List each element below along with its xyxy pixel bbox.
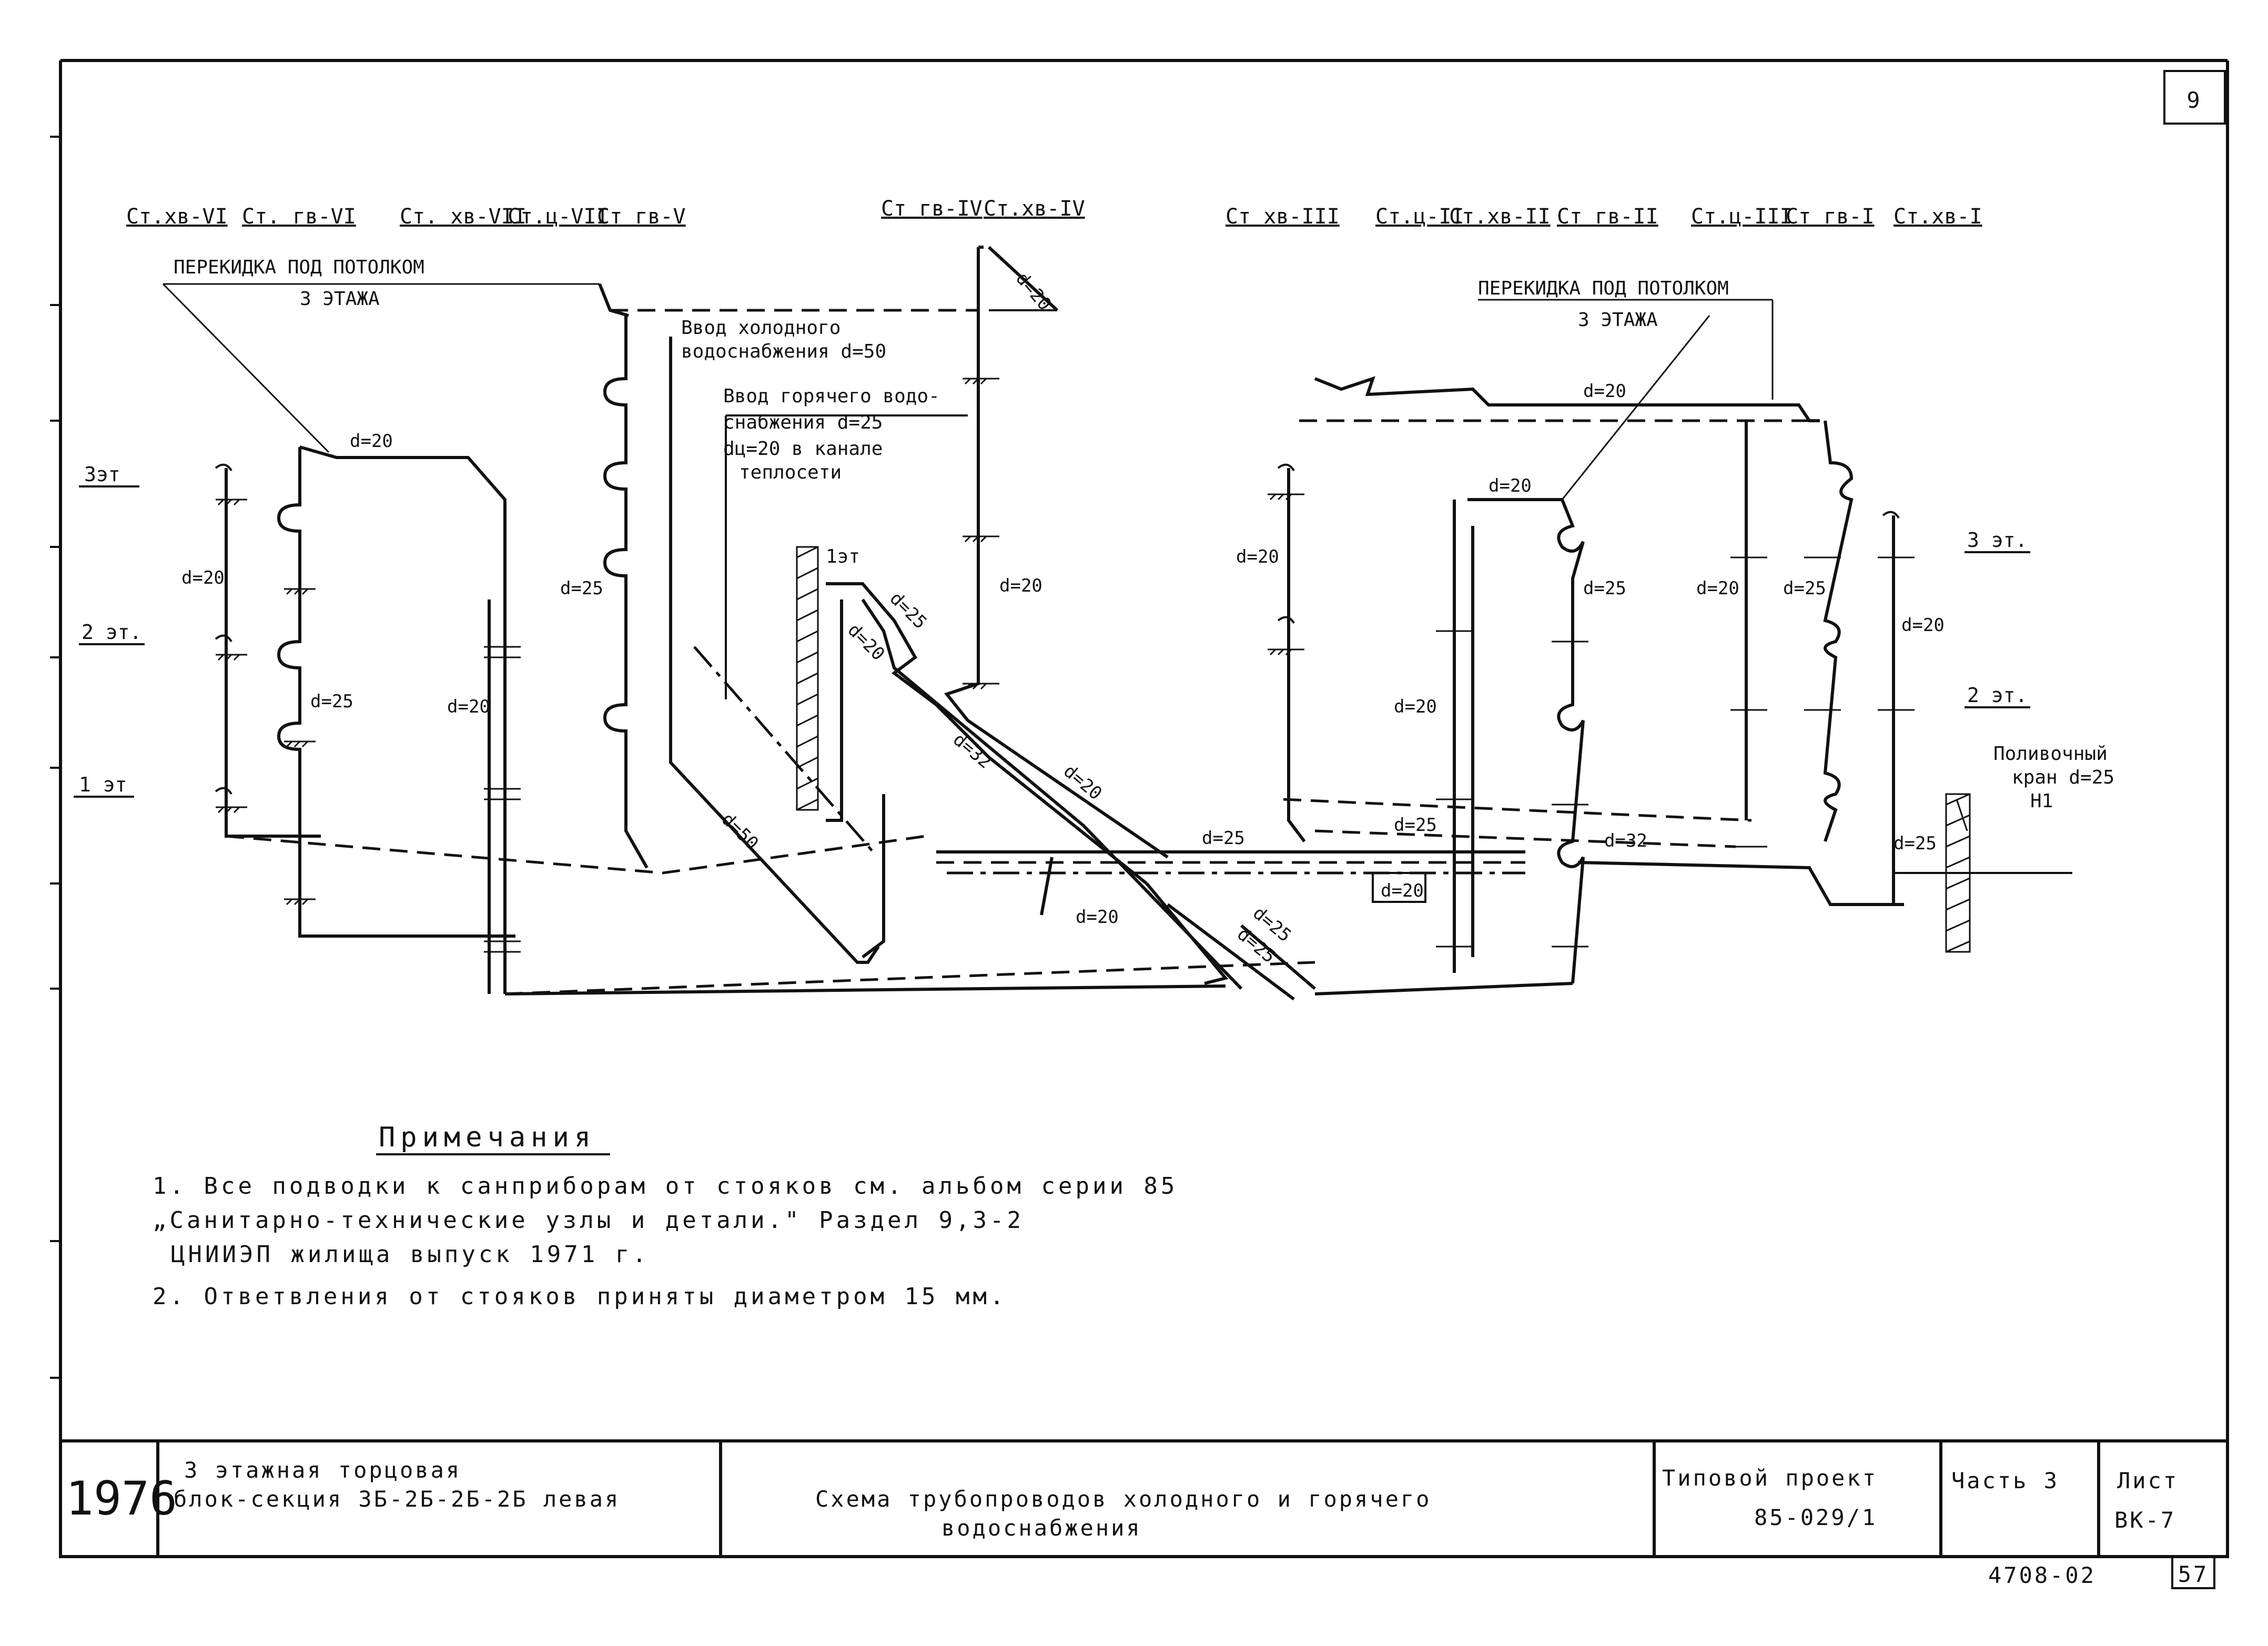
diameter-label: d=25	[560, 578, 603, 599]
floor-label: 3 эт.	[1967, 529, 2027, 552]
riser-label: Ст гв-II	[1557, 205, 1658, 229]
riser-label: Ст гв-V	[597, 205, 686, 229]
riser-labels: Ст.хв-VI Ст. гв-VI Ст. хв-VII Ст.ц-VII С…	[126, 197, 1982, 229]
basement-floor-label: 1эт	[826, 546, 860, 567]
project-label: Типовой проект	[1662, 1465, 1878, 1491]
diameter-label: d=20	[1076, 907, 1119, 928]
sheet-number: 9	[2186, 87, 2202, 113]
diameter-label: d=25	[1202, 828, 1245, 849]
diameter-label: d=32	[1604, 830, 1647, 851]
diameter-label: d=50	[717, 809, 763, 854]
drawing-title: Схема трубопроводов холодного и горячего	[815, 1486, 1431, 1512]
riser-label: Ст хв-III	[1226, 205, 1340, 229]
diameter-label: d=25	[1583, 578, 1626, 599]
hose-tap-label: Поливочный	[1993, 743, 2108, 765]
floor-label: 2 эт.	[1967, 684, 2027, 707]
hot-inlet-label: Ввод горячего водо-	[723, 385, 940, 407]
part-label: Часть 3	[1951, 1468, 2059, 1493]
diameter-label: d=20	[1583, 381, 1626, 402]
diameter-label: d=25	[1894, 833, 1937, 854]
floor-label: 3эт	[84, 463, 120, 486]
crossover-floor-label: 3 ЭТАЖА	[1578, 309, 1658, 331]
sheet-code: ВК-7	[2114, 1507, 2176, 1533]
title-block-building: блок-секция 3Б-2Б-2Б-2Б левая	[174, 1486, 620, 1512]
notes-block: Примечания 1. Все подводки к санприборам…	[153, 1122, 1178, 1310]
diameter-label: d=20	[1394, 696, 1437, 717]
riser-label: Ст. гв-VI	[242, 205, 356, 229]
inlet-pipe-system	[610, 246, 1525, 1001]
note-item: 1. Все подводки к санприборам от стояков…	[153, 1173, 1178, 1200]
hot-inlet-label: dц=20 в канале	[723, 438, 883, 460]
title-block: 1976 3 этажная торцовая блок-секция 3Б-2…	[59, 1439, 2229, 1558]
drawing-frame	[50, 59, 2229, 1558]
diameter-label: d=20	[1489, 475, 1532, 496]
archive-code: 4708-02	[1988, 1562, 2096, 1588]
crossover-label: ПЕРЕКИДКА ПОД ПОТОЛКОМ	[174, 257, 424, 278]
riser-label: Ст.ц-II	[1375, 205, 1464, 229]
hose-tap-label: кран d=25	[2012, 767, 2114, 788]
diameter-label: d=20	[1696, 578, 1739, 599]
diameter-label: d=20	[447, 696, 490, 717]
cold-inlet-label: водоснабжения d=50	[681, 341, 886, 362]
callouts: ПЕРЕКИДКА ПОД ПОТОЛКОМ 3 ЭТАЖА ПЕРЕКИДКА…	[174, 257, 2114, 812]
diameter-label: d=20	[181, 567, 225, 588]
note-item: „Санитарно-технические узлы и детали." Р…	[153, 1207, 1024, 1234]
diameter-label: d=25	[886, 588, 931, 633]
riser-label: Ст.ц-III	[1691, 205, 1793, 229]
project-number: 85-029/1	[1754, 1505, 1877, 1530]
footer: 4708-02 57	[1988, 1556, 2215, 1589]
riser-label: Ст гв-IV	[881, 197, 983, 221]
left-pipe-system	[162, 283, 1315, 995]
diameter-label: d=20	[999, 575, 1042, 596]
riser-label: Ст гв-I	[1786, 205, 1875, 229]
crossover-label: ПЕРЕКИДКА ПОД ПОТОЛКОМ	[1478, 278, 1729, 299]
riser-label: Ст.ц-VII	[508, 205, 609, 229]
floor-label: 1 эт	[79, 773, 127, 796]
hot-inlet-label: снабжения d=25	[723, 412, 883, 433]
note-item: 2. Ответвления от стояков приняты диамет…	[153, 1283, 1007, 1310]
title-block-year: 1976	[66, 1471, 177, 1526]
notes-title: Примечания	[379, 1122, 596, 1153]
riser-label: Ст.хв-VI	[126, 205, 228, 229]
hot-inlet-label: теплосети	[739, 462, 842, 483]
diameter-label: d=25	[310, 691, 353, 712]
note-item: ЦНИИЭП жилища выпуск 1971 г.	[171, 1241, 650, 1268]
right-pipe-system	[1268, 299, 2072, 995]
diameter-label: d=25	[1783, 578, 1826, 599]
diameter-label: d=20	[1381, 880, 1424, 901]
cold-inlet-label: Ввод холодного	[681, 317, 841, 339]
riser-label: Ст.хв-IV	[984, 197, 1085, 221]
sheet-label: Лист	[2117, 1468, 2179, 1493]
sheet-number-box: 9	[2163, 70, 2226, 125]
floor-label: 2 эт.	[82, 621, 141, 644]
diameter-label: d=25	[1394, 815, 1437, 836]
floor-markers: 3эт 2 эт. 1 эт 3 эт. 2 эт.	[74, 463, 2030, 798]
title-block-building: 3 этажная торцовая	[184, 1457, 461, 1483]
drawing-title: водоснабжения	[941, 1515, 1142, 1541]
hose-tap-label: Н1	[2030, 790, 2053, 812]
riser-label: Ст. хв-VII	[400, 205, 526, 229]
diameter-label: d=20	[1236, 546, 1279, 567]
diameter-label: d=20	[1901, 615, 1945, 636]
crossover-floor-label: 3 ЭТАЖА	[300, 288, 380, 310]
footer-number: 57	[2178, 1561, 2209, 1587]
riser-label: Ст.хв-II	[1449, 205, 1551, 229]
diameter-label: d=20	[350, 431, 393, 452]
riser-label: Ст.хв-I	[1894, 205, 1982, 229]
